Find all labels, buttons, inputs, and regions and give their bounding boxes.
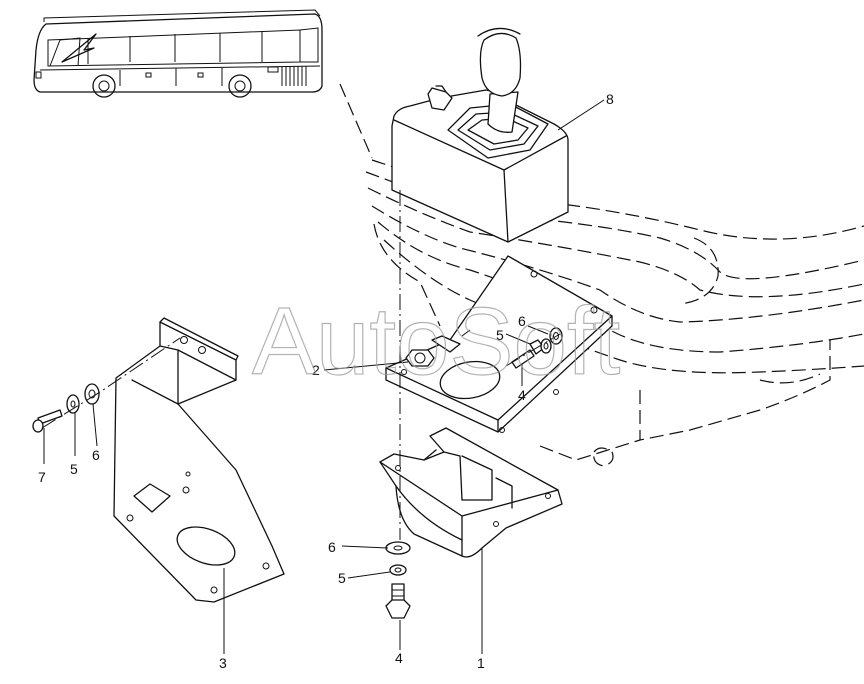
callout-4-right: 4 — [518, 387, 526, 403]
callout-2: 2 — [312, 362, 320, 378]
watermark: AutoSoft — [252, 288, 620, 395]
callout-5-left: 5 — [70, 461, 78, 477]
callout-4-bottom: 4 — [395, 650, 403, 666]
bolt-set-bottom — [385, 541, 411, 619]
callout-8: 8 — [606, 91, 614, 107]
bracket — [113, 317, 285, 603]
gear-shift-console — [391, 27, 569, 243]
callout-6-left: 6 — [92, 447, 100, 463]
leader-lines — [43, 99, 605, 654]
callout-6-right: 6 — [518, 313, 526, 329]
callout-labels: 7 5 6 3 6 5 4 1 2 4 5 6 8 — [38, 91, 614, 671]
bus-locator-icon — [33, 9, 323, 98]
mounting-plate — [385, 255, 613, 433]
assembly-axis-lines — [41, 190, 561, 540]
callout-5-right: 5 — [496, 327, 504, 343]
callout-1: 1 — [477, 655, 485, 671]
lower-cover-tray — [379, 427, 563, 558]
callout-5-mid: 5 — [338, 570, 346, 586]
callout-7: 7 — [38, 469, 46, 485]
bolt-set-left — [32, 383, 100, 433]
callout-3: 3 — [219, 655, 227, 671]
callout-6-mid: 6 — [328, 539, 336, 555]
